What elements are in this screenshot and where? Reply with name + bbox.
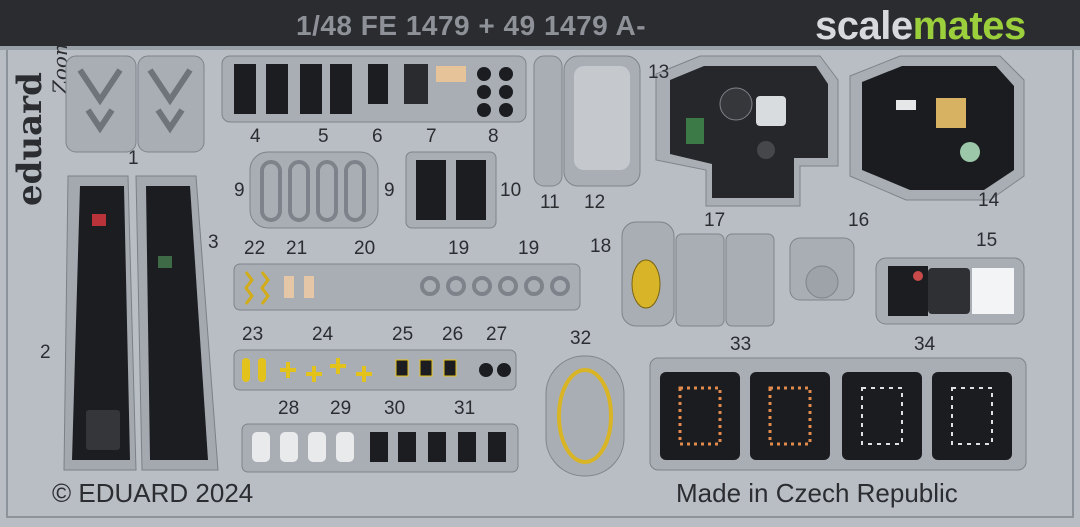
part-number-4: 4 bbox=[250, 126, 261, 147]
part-number-29: 29 bbox=[330, 398, 352, 419]
part-10 bbox=[405, 151, 497, 229]
part-number-21: 21 bbox=[286, 238, 308, 259]
part-number-20: 20 bbox=[354, 238, 376, 259]
part-number-12: 12 bbox=[584, 192, 606, 213]
fret-frame bbox=[6, 50, 1074, 518]
part-1 bbox=[65, 55, 205, 153]
part-number-25: 25 bbox=[392, 324, 414, 345]
part-number-10: 10 bbox=[500, 180, 522, 201]
part-number-14: 14 bbox=[978, 190, 1000, 211]
part-number-33: 33 bbox=[730, 334, 752, 355]
part-number-24: 24 bbox=[312, 324, 334, 345]
watermark-mates: mates bbox=[912, 4, 1027, 48]
part-number-3: 3 bbox=[208, 232, 219, 253]
part-number-9-left: 9 bbox=[234, 180, 245, 201]
part-number-13: 13 bbox=[648, 62, 670, 83]
parts-11-12 bbox=[533, 55, 641, 187]
part-number-5: 5 bbox=[318, 126, 329, 147]
parts-23-27 bbox=[233, 349, 517, 391]
parts-33-34 bbox=[649, 357, 1027, 471]
part-9 bbox=[249, 151, 379, 229]
part-15 bbox=[875, 257, 1025, 325]
parts-28-31 bbox=[241, 423, 519, 473]
part-number-30: 30 bbox=[384, 398, 406, 419]
parts-16-17-18 bbox=[621, 221, 855, 327]
part-number-6: 6 bbox=[372, 126, 383, 147]
part-number-26: 26 bbox=[442, 324, 464, 345]
header-band-edge bbox=[0, 46, 1080, 50]
made-in-text: Made in Czech Republic bbox=[676, 478, 958, 508]
part-number-31: 31 bbox=[454, 398, 476, 419]
part-number-8: 8 bbox=[488, 126, 499, 147]
header-band bbox=[0, 0, 1080, 46]
part-number-19-left: 19 bbox=[448, 238, 470, 259]
part-number-23: 23 bbox=[242, 324, 264, 345]
watermark-scale: scale bbox=[815, 4, 913, 48]
part-number-22: 22 bbox=[244, 238, 266, 259]
part-13-instrument-panel bbox=[655, 55, 839, 207]
part-number-2: 2 bbox=[40, 342, 51, 363]
part-number-9-right: 9 bbox=[384, 180, 395, 201]
part-number-17: 17 bbox=[704, 210, 726, 231]
part-number-18: 18 bbox=[590, 236, 612, 257]
fret-title: 1/48 FE 1479 + 49 1479 A- bbox=[296, 10, 647, 41]
part-number-34: 34 bbox=[914, 334, 936, 355]
part-number-1: 1 bbox=[128, 148, 139, 169]
scalemates-watermark: scalemates bbox=[815, 4, 1026, 49]
part-2-3-consoles bbox=[63, 175, 219, 471]
part-14-instrument-panel bbox=[849, 55, 1025, 201]
copyright-text: © EDUARD 2024 bbox=[52, 478, 254, 508]
part-number-27: 27 bbox=[486, 324, 508, 345]
part-number-32: 32 bbox=[570, 328, 592, 349]
parts-19-22 bbox=[233, 263, 581, 311]
part-number-15: 15 bbox=[976, 230, 998, 251]
part-number-16: 16 bbox=[848, 210, 870, 231]
part-number-28: 28 bbox=[278, 398, 300, 419]
part-number-19-right: 19 bbox=[518, 238, 540, 259]
part-number-11: 11 bbox=[540, 192, 560, 213]
parts-4-8 bbox=[221, 55, 527, 123]
part-number-7: 7 bbox=[426, 126, 437, 147]
part-32 bbox=[545, 355, 625, 477]
